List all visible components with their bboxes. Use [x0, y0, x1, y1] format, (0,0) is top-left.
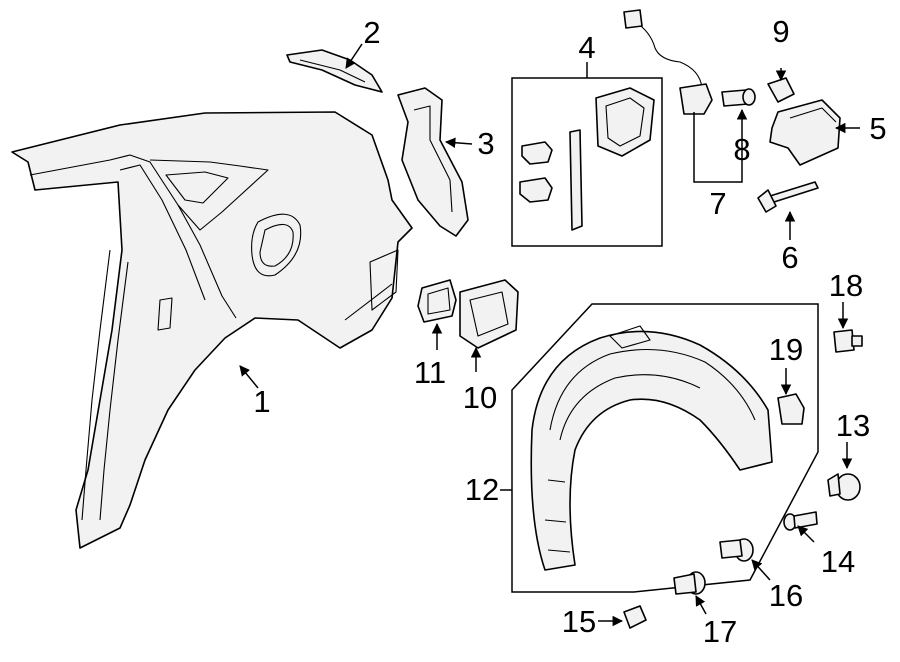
door-kit-group: [511, 77, 663, 247]
clip-13-part: [827, 473, 861, 501]
bolt-part: [721, 88, 756, 107]
callout-17: 17: [703, 614, 737, 649]
seal-part: [417, 279, 457, 323]
callout-8: 8: [733, 132, 750, 167]
screw-14-part: [783, 511, 818, 531]
callout-7: 7: [709, 186, 726, 221]
callout-16: 16: [769, 578, 803, 613]
nut-15-part: [623, 605, 647, 629]
callout-13: 13: [836, 408, 870, 443]
callout-1: 1: [253, 384, 270, 419]
liner-group: [511, 303, 819, 593]
bolt-16-part: [719, 538, 754, 562]
callout-10: 10: [463, 380, 497, 415]
quarter-panel-part: [11, 111, 413, 549]
callout-18: 18: [829, 268, 863, 303]
push-pin-part: [757, 181, 819, 213]
fastener-18-part: [833, 329, 863, 353]
clip-part: [767, 77, 795, 103]
callout-6: 6: [781, 240, 798, 275]
callout-5: 5: [869, 111, 886, 146]
callout-14: 14: [821, 544, 855, 579]
callout-11: 11: [414, 355, 446, 390]
bracket-part: [397, 87, 469, 237]
leader-lines: [239, 43, 860, 627]
callout-19: 19: [769, 332, 803, 367]
callout-9: 9: [772, 14, 789, 49]
fuel-door-part: [769, 99, 841, 166]
callout-3: 3: [477, 126, 494, 161]
housing-part: [459, 279, 519, 349]
upper-trim-part: [286, 49, 383, 93]
callout-15: 15: [562, 604, 596, 639]
actuator-wiring-part: [623, 9, 713, 115]
callout-2: 2: [363, 15, 380, 50]
callout-labels: 1 2 3 4 5 6 7 8 9 10 11 12 13 14 15 16 1…: [253, 14, 886, 649]
callout-12: 12: [465, 472, 499, 507]
bracket-19-part: [777, 393, 805, 425]
callout-4: 4: [578, 30, 595, 65]
bolt-17-part: [673, 571, 706, 595]
